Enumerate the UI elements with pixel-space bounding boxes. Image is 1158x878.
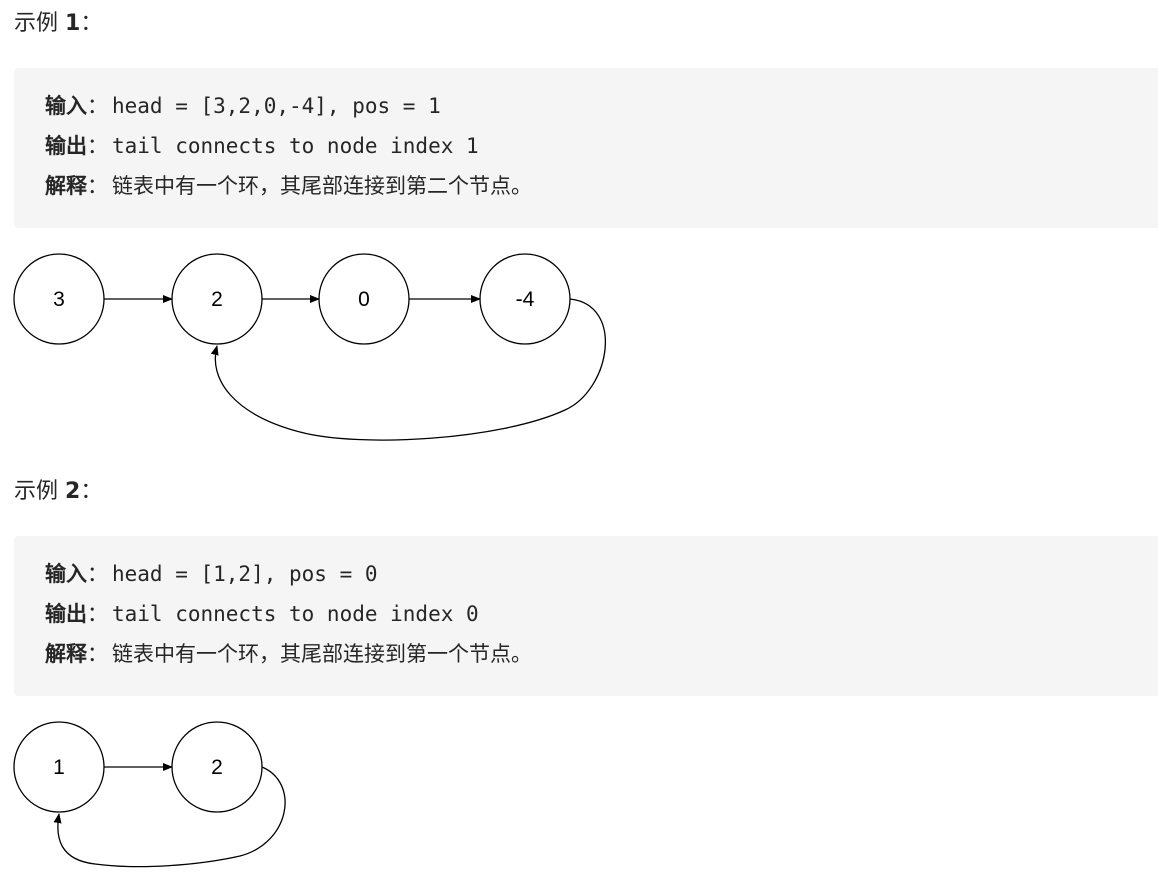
list-node-value: 0 [358,288,370,311]
example-1-heading-prefix: 示例 [14,11,65,36]
colon: ： [87,134,108,158]
example-2-heading-suffix: ： [80,479,103,504]
colon: ： [87,562,108,586]
input-label: 输入 [45,562,87,586]
example-1-heading: 示例 1： [14,10,102,38]
input-value: head = [1,2], pos = 0 [112,562,378,586]
example-2-explanation-line: 解释：链表中有一个环，其尾部连接到第一个节点。 [45,640,532,668]
example-2-heading: 示例 2： [14,478,102,506]
colon: ： [87,642,108,666]
colon: ： [87,94,108,118]
example-1-explanation-line: 解释：链表中有一个环，其尾部连接到第二个节点。 [45,172,532,200]
cycle-pointer-arrow [210,298,606,441]
explanation-label: 解释 [45,642,87,666]
colon: ： [87,602,108,626]
list-node-value: 1 [53,756,65,779]
example-2-linked-list-diagram: 1 2 [13,721,286,868]
input-label: 输入 [45,94,87,118]
output-value: tail connects to node index 1 [112,134,479,158]
input-value: head = [3,2,0,-4], pos = 1 [112,94,441,118]
example-2-heading-prefix: 示例 [14,479,65,504]
example-2-code-block: 输入：head = [1,2], pos = 0 输出：tail connect… [14,536,1158,696]
example-1-input-line: 输入：head = [3,2,0,-4], pos = 1 [45,92,441,120]
example-1-heading-suffix: ： [80,11,103,36]
example-2-heading-number: 2 [65,479,81,504]
output-value: tail connects to node index 0 [112,602,479,626]
example-1-linked-list-diagram: 3 2 0 -4 [13,253,606,441]
list-node-value: 2 [211,756,223,779]
example-1-code-block: 输入：head = [3,2,0,-4], pos = 1 输出：tail co… [14,68,1158,228]
list-node-value: 2 [211,288,223,311]
example-2-input-line: 输入：head = [1,2], pos = 0 [45,560,378,588]
example-1-output-line: 输出：tail connects to node index 1 [45,132,479,160]
list-node-value: 3 [53,288,65,311]
list-node-value: -4 [516,288,535,311]
colon: ： [87,174,108,198]
explanation-label: 解释 [45,174,87,198]
output-label: 输出 [45,134,87,158]
explanation-text: 链表中有一个环，其尾部连接到第二个节点。 [112,174,532,198]
output-label: 输出 [45,602,87,626]
example-1-heading-number: 1 [65,11,81,36]
explanation-text: 链表中有一个环，其尾部连接到第一个节点。 [112,642,532,666]
cycle-pointer-arrow [53,766,286,868]
example-2-output-line: 输出：tail connects to node index 0 [45,600,479,628]
